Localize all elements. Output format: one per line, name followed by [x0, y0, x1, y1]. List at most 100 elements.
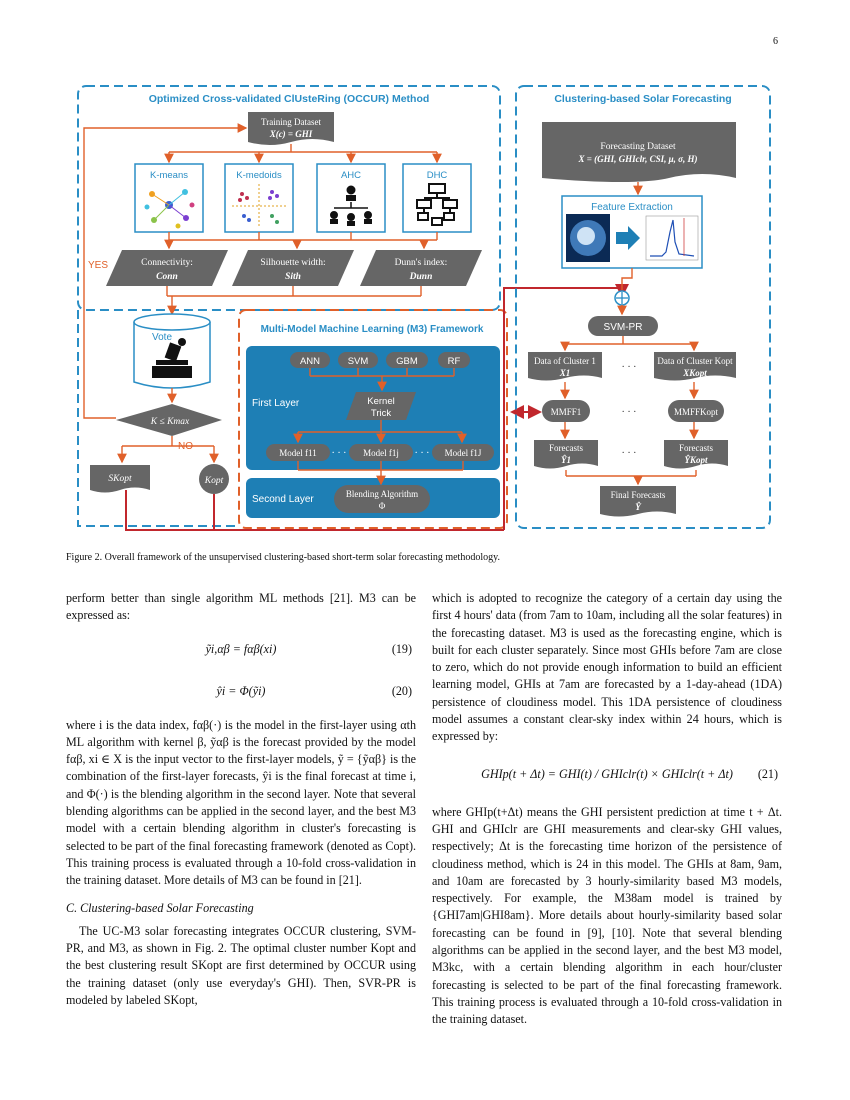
forecastsK-label: Forecasts [679, 443, 713, 453]
silhouette-abbr: Sith [285, 272, 301, 282]
sum-node [614, 290, 630, 306]
sky-image-icon [566, 214, 610, 262]
kmedoids-label: K-medoids [236, 170, 282, 181]
dhc-box: DHC [402, 163, 472, 233]
mmff1-label: MMFF1 [551, 407, 582, 417]
forecasts1-label: Forecasts [549, 443, 583, 453]
forecasts1-y: Ŷ1 [561, 455, 571, 465]
final-forecasts-box: Final Forecasts Ŷ [600, 486, 676, 517]
cbsf-title: Clustering-based Solar Forecasting [554, 93, 731, 105]
clusterK-x: XKopt [682, 368, 707, 378]
forecastsK-box: Forecasts ŶKopt [664, 440, 728, 469]
forecasts1-box: Forecasts Ŷ1 [534, 440, 598, 469]
silhouette-name: Silhouette width: [260, 258, 325, 268]
equation-19-body: ỹi,αβ = fαβ(xi) [205, 641, 277, 656]
ann-node: ANN [290, 352, 330, 368]
cbsf-panel [515, 85, 771, 529]
model-f1j-label: Model f1j [363, 448, 399, 458]
histogram-icon [645, 215, 699, 261]
hierarchy-tree-icon [416, 183, 458, 226]
ahc-box: AHC [316, 163, 386, 233]
second-layer-label: Second Layer [252, 494, 314, 505]
forecasting-dataset-formula: X = (GHI, GHIclr, CSI, μ, σ, H) [578, 154, 698, 164]
no-label: NO [178, 441, 193, 452]
rf-node: RF [438, 352, 470, 368]
dots-5: · · · [622, 448, 637, 459]
clusterK-label: Data of Cluster Kopt [657, 356, 733, 366]
trick-label: Trick [371, 408, 391, 419]
right-paragraph-2: where GHIp(t+Δt) means the GHI persisten… [432, 804, 782, 1027]
mmff1-node: MMFF1 [542, 400, 590, 422]
equation-21-body: GHIp(t + Δt) = GHI(t) / GHIclr(t) × GHIc… [481, 767, 733, 782]
equation-20-body: ŷi = Φ(ỹi) [216, 683, 266, 698]
k-opt-label: Kopt [204, 476, 224, 486]
model-f1j-node: Model f1j [349, 444, 413, 461]
blending-phi: Φ [379, 501, 386, 511]
blending-algorithm-node: Blending Algorithm Φ [334, 485, 430, 513]
mmffK-node: MMFFKopt [668, 400, 724, 422]
arrow-icon [616, 226, 640, 250]
left-paragraph-3: The UC-M3 solar forecasting integrates O… [66, 923, 416, 1008]
section-heading: C. Clustering-based Solar Forecasting [66, 900, 254, 915]
ann-label: ANN [300, 356, 320, 367]
mmffK-label: MMFFKopt [674, 407, 719, 417]
feature-extraction-label: Feature Extraction [591, 202, 673, 213]
dunn-abbr: Dunn [409, 272, 433, 282]
page-number: 6 [773, 36, 778, 47]
model-f11-node: Model f11 [266, 444, 330, 461]
feature-extraction-box: Feature Extraction [561, 195, 703, 269]
s-kopt-label: SKopt [108, 474, 132, 484]
blending-label: Blending Algorithm [346, 489, 418, 499]
silhouette-index: Silhouette width: Sith [232, 250, 354, 286]
left-paragraph-2: where i is the data index, fαβ(·) is the… [66, 717, 416, 888]
forecasting-dataset-label: Forecasting Dataset [600, 142, 676, 152]
kmeans-label: K-means [150, 170, 188, 181]
final-forecasts-label: Final Forecasts [611, 490, 666, 500]
model-f1J-label: Model f1J [445, 448, 482, 458]
dunn-index: Dunn's index: Dunn [360, 250, 482, 286]
svm-pr-node: SVM-PR [588, 316, 658, 336]
vote-cylinder: Vote [133, 313, 211, 389]
k-condition-label: K ≤ Kmax [150, 417, 190, 427]
dots-2: · · · [415, 448, 430, 459]
vote-label: Vote [152, 332, 172, 343]
yes-label: YES [88, 260, 108, 271]
cluster1-data-box: Data of Cluster 1 X1 [528, 352, 602, 381]
dots-1: · · · [332, 448, 347, 459]
m3-panel [238, 309, 508, 529]
dhc-label: DHC [427, 170, 448, 181]
left-column: perform better than single algorithm ML … [66, 590, 416, 1009]
connectivity-abbr: Conn [156, 272, 178, 282]
clusterK-data-box: Data of Cluster Kopt XKopt [654, 352, 736, 381]
left-paragraph-1: perform better than single algorithm ML … [66, 591, 416, 623]
dots-4: · · · [622, 407, 637, 418]
right-paragraph-1: which is adopted to recognize the catego… [432, 591, 782, 744]
training-dataset-box [248, 112, 334, 145]
cluster1-label: Data of Cluster 1 [534, 356, 596, 366]
occur-panel-lower [77, 310, 238, 527]
equation-20-number: (20) [391, 683, 412, 698]
equation-20: ŷi = Φ(ỹi) (20) [66, 681, 416, 703]
connectivity-index: Connectivity: Conn [106, 250, 228, 286]
gbm-node: GBM [386, 352, 428, 368]
equation-19-number: (19) [391, 641, 412, 656]
k-condition-diamond: K ≤ Kmax [116, 404, 222, 436]
final-forecasts-y: Ŷ [635, 502, 642, 512]
ballot-box-icon [152, 338, 192, 378]
first-layer-label: First Layer [252, 398, 300, 409]
k-opt-circle: Kopt [199, 464, 229, 494]
svm-pr-label: SVM-PR [604, 322, 643, 333]
occur-title: Optimized Cross-validated ClUsteRing (OC… [149, 93, 430, 105]
kmeans-box: K-means [134, 163, 204, 233]
rf-label: RF [448, 356, 461, 367]
hierarchy-people-icon [330, 185, 372, 226]
cluster1-x: X1 [559, 368, 571, 378]
dunn-name: Dunn's index: [395, 258, 448, 268]
equation-21-number: (21) [757, 767, 778, 782]
model-f11-label: Model f11 [279, 448, 316, 458]
s-kopt-box: SKopt [90, 465, 150, 493]
figure-caption: Figure 2. Overall framework of the unsup… [66, 552, 500, 563]
right-column: which is adopted to recognize the catego… [432, 590, 782, 1029]
ahc-label: AHC [341, 170, 361, 181]
m3-title: Multi-Model Machine Learning (M3) Framew… [261, 324, 484, 335]
